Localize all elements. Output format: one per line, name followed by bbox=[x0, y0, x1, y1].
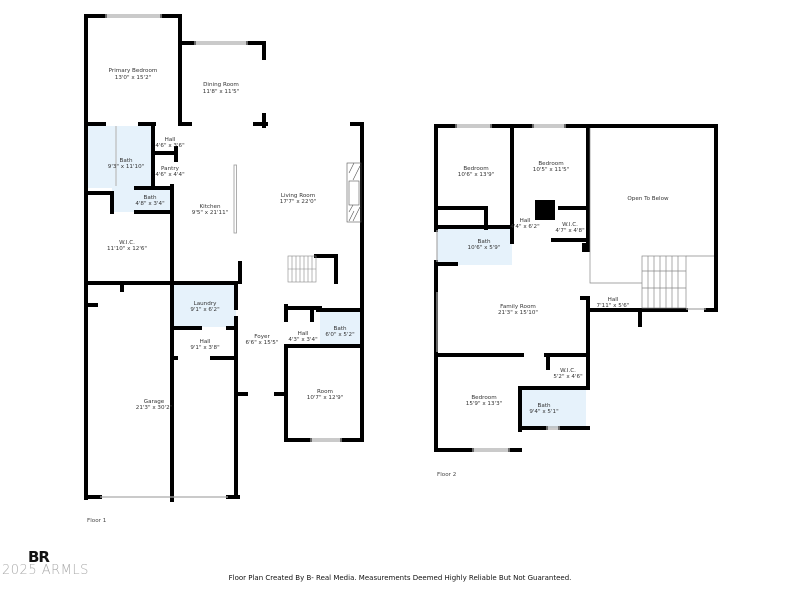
svg-text:Open To Below: Open To Below bbox=[627, 196, 669, 202]
svg-text:Bath: Bath bbox=[119, 158, 132, 164]
svg-text:Bath: Bath bbox=[333, 326, 346, 332]
svg-text:Bedroom: Bedroom bbox=[538, 161, 563, 167]
svg-text:4'3" x 3'4": 4'3" x 3'4" bbox=[288, 337, 318, 343]
svg-text:W.I.C.: W.I.C. bbox=[119, 240, 135, 246]
floor2-label: Floor 2 bbox=[437, 472, 456, 478]
svg-text:W.I.C.: W.I.C. bbox=[560, 368, 576, 374]
svg-text:Hall: Hall bbox=[608, 297, 619, 303]
floor2-walls bbox=[434, 124, 718, 452]
floor2-windows bbox=[436, 124, 706, 452]
svg-text:Hall: Hall bbox=[200, 339, 211, 345]
svg-text:11'10" x 12'6": 11'10" x 12'6" bbox=[107, 246, 147, 252]
svg-text:W.I.C.: W.I.C. bbox=[562, 222, 578, 228]
fireplace-icon bbox=[346, 162, 362, 223]
svg-text:Foyer: Foyer bbox=[254, 334, 270, 340]
svg-text:9'1" x 3'8": 9'1" x 3'8" bbox=[190, 345, 220, 351]
floor1-walls bbox=[84, 14, 364, 502]
svg-text:4'8" x 3'4": 4'8" x 3'4" bbox=[135, 201, 165, 207]
svg-text:10'6" x 5'9": 10'6" x 5'9" bbox=[468, 245, 501, 251]
floor1-wet-room-fills bbox=[86, 126, 362, 347]
svg-text:Bedroom: Bedroom bbox=[463, 166, 488, 172]
svg-text:9'3" x 11'10": 9'3" x 11'10" bbox=[108, 164, 145, 170]
floor2-room-labels: Bedroom 10'6" x 13'9" Bedroom 10'5" x 11… bbox=[437, 161, 669, 478]
svg-text:Bath: Bath bbox=[143, 195, 156, 201]
svg-text:Hall: Hall bbox=[165, 137, 176, 143]
svg-text:9'1" x 6'2": 9'1" x 6'2" bbox=[190, 307, 220, 313]
floor2-stairs bbox=[589, 128, 714, 309]
svg-text:10'7" x 12'9": 10'7" x 12'9" bbox=[307, 395, 344, 401]
room-name: Primary Bedroom bbox=[109, 68, 158, 74]
svg-text:Hall: Hall bbox=[520, 218, 531, 224]
svg-text:13'0" x 15'2": 13'0" x 15'2" bbox=[115, 75, 152, 81]
svg-text:Bath: Bath bbox=[477, 239, 490, 245]
svg-text:Pantry: Pantry bbox=[161, 166, 180, 172]
floor1-label: Floor 1 bbox=[87, 518, 107, 524]
floor1-windows bbox=[100, 14, 342, 498]
svg-text:4'7" x 4'8": 4'7" x 4'8" bbox=[555, 228, 585, 234]
svg-text:10'6" x 13'9": 10'6" x 13'9" bbox=[458, 172, 495, 178]
br-logo: BR bbox=[28, 548, 50, 566]
floor2-wet-room-fills bbox=[437, 227, 586, 428]
svg-text:4'6" x 3'6": 4'6" x 3'6" bbox=[155, 143, 185, 149]
svg-text:Bath: Bath bbox=[537, 403, 550, 409]
svg-text:Living Room: Living Room bbox=[281, 193, 315, 199]
svg-text:21'3" x 30'2": 21'3" x 30'2" bbox=[136, 405, 173, 411]
svg-text:5'2" x 4'6": 5'2" x 4'6" bbox=[553, 374, 583, 380]
svg-text:6'6" x 15'5": 6'6" x 15'5" bbox=[246, 340, 279, 346]
floor1-stairs bbox=[287, 255, 317, 283]
disclaimer-text: Floor Plan Created By B- Real Media. Mea… bbox=[228, 574, 572, 582]
floor1-room-labels: Primary Bedroom 13'0" x 15'2" Dining Roo… bbox=[87, 68, 355, 524]
svg-text:15'9" x 13'3": 15'9" x 13'3" bbox=[466, 401, 503, 407]
svg-text:Kitchen: Kitchen bbox=[199, 204, 220, 210]
svg-text:9'4" x 5'1": 9'4" x 5'1" bbox=[529, 409, 559, 415]
copyright-text: 2025 ARMLS bbox=[2, 563, 89, 578]
svg-text:9'5" x 21'11": 9'5" x 21'11" bbox=[192, 210, 229, 216]
svg-text:Primary Bedroom: Primary Bedroom bbox=[109, 68, 158, 74]
svg-text:Dining Room: Dining Room bbox=[203, 82, 239, 88]
svg-text:Garage: Garage bbox=[144, 399, 165, 405]
svg-text:Bedroom: Bedroom bbox=[471, 395, 496, 401]
svg-text:11'8" x 11'5": 11'8" x 11'5" bbox=[203, 89, 240, 95]
svg-text:Laundry: Laundry bbox=[194, 301, 217, 307]
svg-text:10'5" x 11'5": 10'5" x 11'5" bbox=[533, 167, 570, 173]
svg-text:Hall: Hall bbox=[298, 331, 309, 337]
svg-text:Family Room: Family Room bbox=[500, 304, 536, 310]
svg-text:4'4" x 6'2": 4'4" x 6'2" bbox=[510, 224, 540, 230]
svg-text:21'3" x 15'10": 21'3" x 15'10" bbox=[498, 310, 538, 316]
svg-text:7'11" x 5'6": 7'11" x 5'6" bbox=[597, 303, 630, 309]
svg-text:6'0" x 5'2": 6'0" x 5'2" bbox=[325, 332, 355, 338]
svg-text:17'7" x 22'0": 17'7" x 22'0" bbox=[280, 199, 317, 205]
svg-text:4'6" x 4'4": 4'6" x 4'4" bbox=[155, 172, 185, 178]
svg-text:Room: Room bbox=[317, 389, 333, 395]
